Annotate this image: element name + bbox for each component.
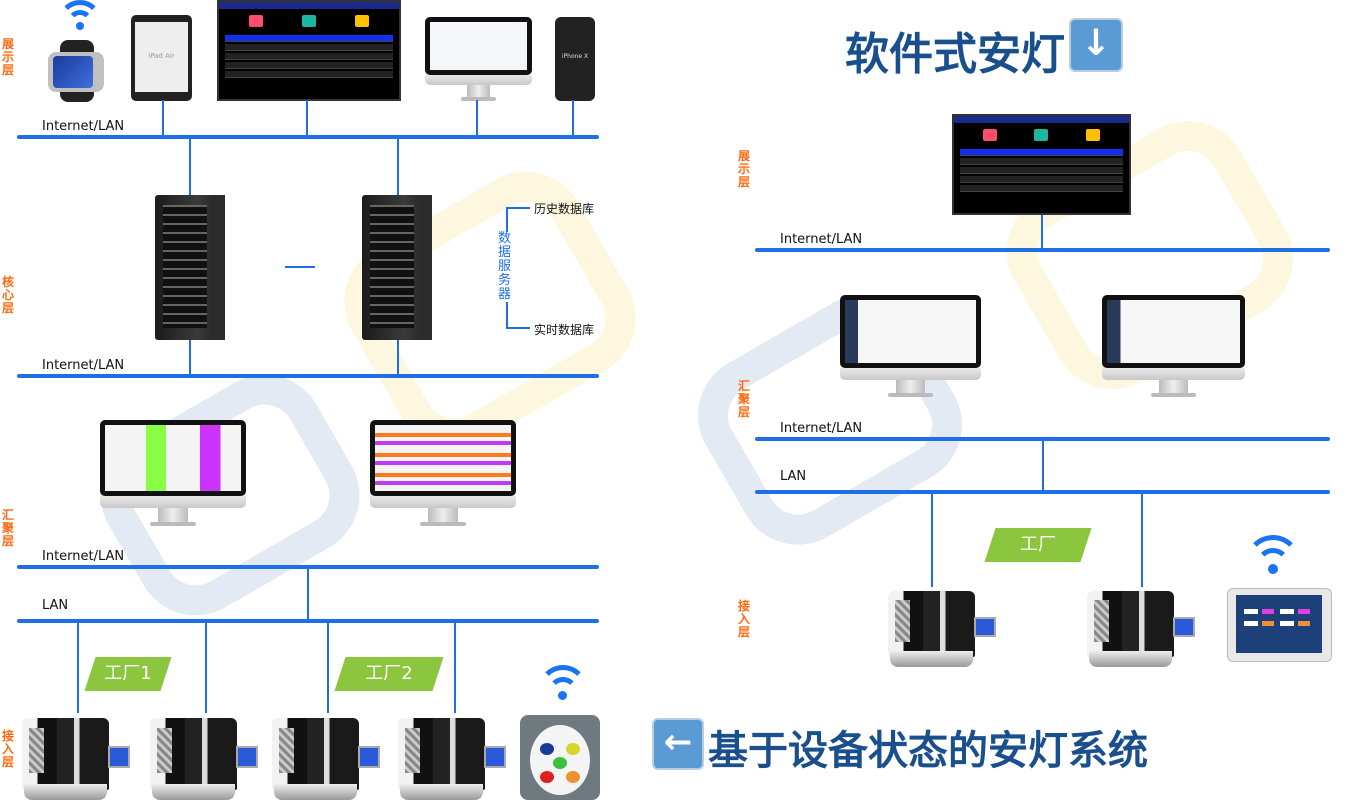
cnc-machine xyxy=(22,710,134,800)
bus-label: Internet/LAN xyxy=(42,119,125,134)
iphone-device: iPhone X xyxy=(555,17,595,101)
bus-label: Internet/LAN xyxy=(42,549,125,564)
realtime-db-label: 实时数据库 xyxy=(534,323,595,337)
layer-label-aggregation: 汇聚层 xyxy=(2,508,15,548)
imac-monitor xyxy=(1102,295,1245,398)
cnc-machine xyxy=(1087,583,1199,667)
cnc-machine xyxy=(398,710,510,800)
layer-label-access: 接入层 xyxy=(738,599,751,639)
imac-display-device xyxy=(425,17,532,101)
network-bus xyxy=(755,490,1330,494)
factory-tag-2: 工厂2 xyxy=(334,657,444,691)
down-arrow-icon: ↓ xyxy=(1069,18,1123,72)
bus-label: Internet/LAN xyxy=(780,421,863,436)
cnc-machine xyxy=(888,583,1000,667)
cnc-machine xyxy=(272,710,384,800)
layer-label-access: 接入层 xyxy=(2,729,15,769)
layer-label-display: 展示层 xyxy=(2,37,15,77)
server-rack xyxy=(155,195,225,340)
andon-button-box xyxy=(520,715,600,800)
wifi-icon xyxy=(58,0,102,36)
redundancy-link xyxy=(285,266,315,268)
factory-tag-1: 工厂1 xyxy=(84,657,172,691)
cnc-machine xyxy=(150,710,262,800)
bus-label: LAN xyxy=(780,469,807,484)
server-rack xyxy=(362,195,432,340)
imac-monitor xyxy=(100,420,246,526)
software-andon-title: 软件式安灯↓ xyxy=(845,18,1123,82)
andon-dashboard-screen xyxy=(217,0,401,101)
factory-tag: 工厂 xyxy=(984,528,1092,562)
imac-monitor xyxy=(840,295,981,398)
bus-label: Internet/LAN xyxy=(42,358,125,373)
device-state-andon-title: ←基于设备状态的安灯系统 xyxy=(652,718,1148,776)
tablet-device xyxy=(1227,588,1332,662)
wifi-icon xyxy=(538,665,588,705)
bus-label: Internet/LAN xyxy=(780,232,863,247)
layer-label-aggregation: 汇聚层 xyxy=(738,379,751,419)
network-bus xyxy=(17,135,599,139)
history-db-label: 历史数据库 xyxy=(534,202,595,216)
network-bus xyxy=(17,374,599,378)
layer-label-core: 核心层 xyxy=(2,275,15,315)
network-bus xyxy=(755,248,1330,252)
left-arrow-icon: ← xyxy=(652,718,704,770)
iphone-label: iPhone X xyxy=(561,53,589,60)
ipad-device: iPad Air xyxy=(131,15,192,101)
data-server-label: 数据服务器 xyxy=(498,232,514,302)
wifi-icon xyxy=(1245,535,1301,579)
andon-dashboard-screen xyxy=(952,114,1131,215)
bus-label: LAN xyxy=(42,598,69,613)
smartwatch-device xyxy=(40,40,112,102)
layer-label-display: 展示层 xyxy=(738,149,751,189)
network-bus xyxy=(17,619,599,623)
imac-monitor xyxy=(370,420,516,526)
ipad-label: iPad Air xyxy=(148,52,175,60)
